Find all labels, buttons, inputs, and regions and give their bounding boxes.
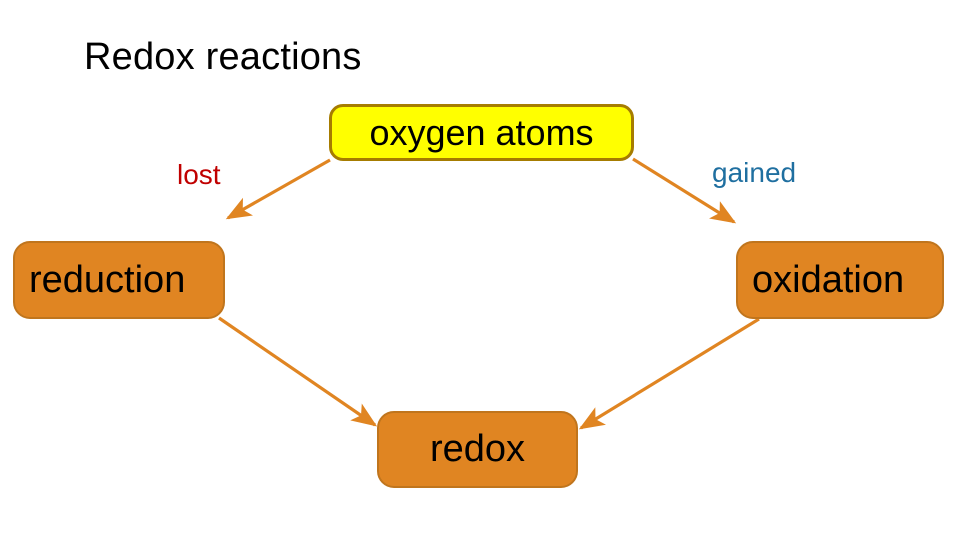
node-oxidation[interactable]: oxidation [736,241,944,319]
edge-label-gained: gained [712,157,797,188]
node-reduction-label: reduction [29,258,186,301]
node-oxygen-atoms-label: oxygen atoms [369,111,594,153]
connector-oxygen-to-reduction [225,158,331,220]
node-oxidation-label: oxidation [752,258,905,301]
node-reduction[interactable]: reduction [13,241,225,319]
node-redox[interactable]: redox [377,411,578,488]
node-redox-label: redox [429,428,526,470]
connector-reduction-to-redox [218,316,378,427]
page-title: Redox reactions [84,36,362,78]
node-oxygen-atoms[interactable]: oxygen atoms [329,104,634,161]
edge-label-lost: lost [177,159,221,190]
connector-oxidation-to-redox [578,317,760,430]
